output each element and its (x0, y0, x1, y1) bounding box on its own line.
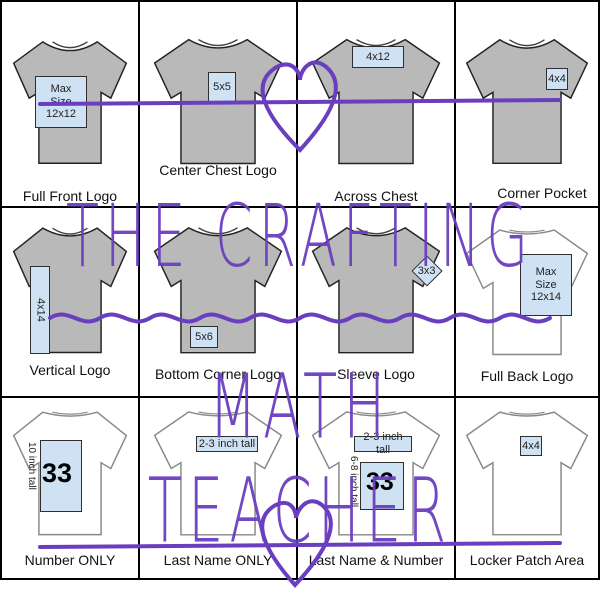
placement-box-across-chest: 4x12 (352, 46, 404, 68)
caption-corner-pocket: Corner Pocket (497, 185, 587, 201)
caption-center-chest-logo: Center Chest Logo (159, 162, 277, 178)
cell-full-front-logo: Max Size 12x12 Full Front Logo (0, 0, 140, 208)
caption-bottom-corner-logo: Bottom Corner Logo (154, 366, 282, 382)
number-height-label-name-shirt: 6-8 inch tall (348, 456, 359, 508)
jersey-number-with-name: 33 (366, 468, 394, 496)
cell-center-chest-logo: 5x5 Center Chest Logo (138, 0, 298, 208)
cell-corner-pocket: 4x4 Corner Pocket (454, 0, 600, 208)
white-tshirt-icon (465, 411, 589, 536)
gray-tshirt-icon (311, 38, 441, 165)
placement-box-number-on-name-shirt (360, 462, 404, 510)
jersey-number: 33 (42, 458, 73, 488)
caption-full-back-logo: Full Back Logo (480, 368, 574, 384)
number-height-label: 10 inch tall (26, 442, 37, 490)
placement-box-vertical: 4x14 (30, 266, 50, 354)
caption-number-only: Number ONLY (24, 552, 116, 568)
cell-across-chest: 4x12 Across Chest (296, 0, 456, 208)
placement-box-full-back: Max Size 12x14 (520, 254, 572, 316)
placement-box-last-name: 2-3 inch tall (196, 436, 258, 452)
gray-tshirt-icon (465, 38, 589, 165)
placement-box-full-front: Max Size 12x12 (35, 76, 87, 128)
cell-full-back-logo: Max Size 12x14 Full Back Logo (454, 206, 600, 398)
placement-box-corner-pocket: 4x4 (546, 68, 568, 90)
watermark-line-1: THE CRAFTING (65, 186, 535, 287)
placement-box-locker-patch: 4x4 (520, 436, 542, 456)
placement-box-bottom-corner: 5x6 (190, 326, 218, 348)
placement-box-number (40, 440, 82, 512)
caption-across-chest: Across Chest (334, 188, 418, 204)
caption-vertical-logo: Vertical Logo (29, 362, 111, 378)
caption-full-front-logo: Full Front Logo (22, 188, 118, 204)
caption-sleeve-logo: Sleeve Logo (337, 366, 415, 382)
caption-last-name-only: Last Name ONLY (163, 552, 273, 568)
caption-locker-patch-area: Locker Patch Area (469, 552, 585, 568)
caption-last-name-and-number: Last Name & Number (308, 552, 444, 568)
watermark-line-2: MATH TEACHER (147, 356, 453, 564)
placement-box-center-chest: 5x5 (208, 72, 236, 102)
cell-locker-patch-area: 4x4 Locker Patch Area (454, 396, 600, 580)
cell-number-only: 33 10 inch tall Number ONLY (0, 396, 140, 580)
